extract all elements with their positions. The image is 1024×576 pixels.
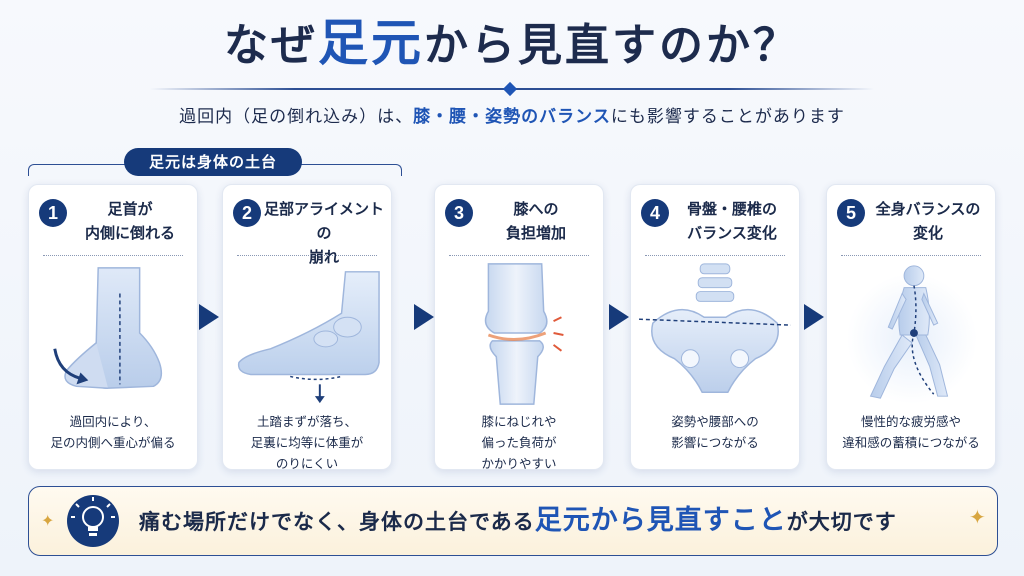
step-number: 3 (445, 199, 473, 227)
foot-pronation-icon (37, 263, 189, 405)
step-divider (841, 255, 981, 256)
step-number: 4 (641, 199, 669, 227)
page-title: なぜ足元から見直すのか？ (0, 12, 1024, 77)
step-description: 慢性的な疲労感や 違和感の蓄積につながる (842, 414, 980, 450)
page-subtitle: 過回内（足の倒れ込み）は、膝・腰・姿勢のバランスにも影響することがあります (0, 102, 1024, 127)
step-description: 姿勢や腰部への 影響につながる (671, 414, 759, 450)
step-title: 足部アライメントの 崩れ (263, 200, 384, 266)
arrow-right-icon (199, 304, 219, 330)
pelvis-icon (638, 263, 792, 405)
step-description: 膝にねじれや 偏った負荷が かかりやすい (481, 414, 557, 471)
step-card-5: 5 全身バランスの 変化 慢性的な疲労感や 違和感の蓄積につながる (826, 184, 996, 470)
step-card-2: 2 足部アライメントの 崩れ 土踏まずが落ち、 足裏に均等に体重が のりにくい (222, 184, 392, 471)
arrow-right-icon (414, 304, 434, 330)
subtitle-highlight: 膝・腰・姿勢のバランス (413, 107, 611, 127)
step-title: 骨盤・腰椎の バランス変化 (686, 200, 777, 242)
foundation-label: 足元は身体の土台 (124, 148, 302, 176)
sparkle-icon: ✦ (41, 511, 55, 530)
banner-pre: 痛む場所だけでなく、身体の土台である (139, 509, 535, 534)
conclusion-banner: ✦ 痛む場所だけでなく、身体の土台である足元から見直すことが大切です ✦ (28, 486, 998, 556)
knee-joint-icon (443, 263, 595, 405)
step-card-4: 4 骨盤・腰椎の バランス変化 姿勢や腰部への 影響につながる (630, 184, 800, 470)
step-title: 膝への 負担増加 (505, 200, 566, 242)
step-number: 2 (233, 199, 261, 227)
step-divider (237, 255, 377, 256)
banner-highlight: 足元から見直すこと (534, 505, 787, 536)
step-title: 足首が 内側に倒れる (84, 200, 175, 242)
step-divider (645, 255, 785, 256)
lightbulb-icon (67, 495, 119, 547)
step-description: 過回内により、 足の内側へ重心が偏る (50, 414, 176, 450)
title-accent: 足元 (318, 13, 424, 72)
step-number: 5 (837, 199, 865, 227)
arrow-right-icon (609, 304, 629, 330)
conclusion-text: 痛む場所だけでなく、身体の土台である足元から見直すことが大切です (139, 487, 979, 555)
step-card-3: 3 膝への 負担増加 膝にねじれや 偏った負荷が かかりやすい (434, 184, 604, 471)
step-description: 土踏まずが落ち、 足裏に均等に体重が のりにくい (250, 414, 364, 471)
step-card-1: 1 足首が 内側に倒れる 過回内により、 足の内側へ重心が偏る (28, 184, 198, 470)
walking-body-icon (835, 263, 987, 405)
step-title: 全身バランスの 変化 (875, 200, 981, 242)
banner-post: が大切です (786, 509, 897, 534)
title-pre: なぜ (224, 20, 318, 71)
step-number: 1 (39, 199, 67, 227)
step-divider (43, 255, 183, 256)
title-post: から見直すのか？ (424, 20, 800, 71)
subtitle-post: にも影響することがあります (610, 107, 845, 127)
sparkle-icon: ✦ (969, 505, 986, 529)
title-divider-diamond (502, 81, 518, 97)
subtitle-pre: 過回内（足の倒れ込み）は、 (179, 107, 414, 127)
foot-arch-icon (231, 263, 383, 405)
arrow-right-icon (804, 304, 824, 330)
step-divider (449, 255, 589, 256)
